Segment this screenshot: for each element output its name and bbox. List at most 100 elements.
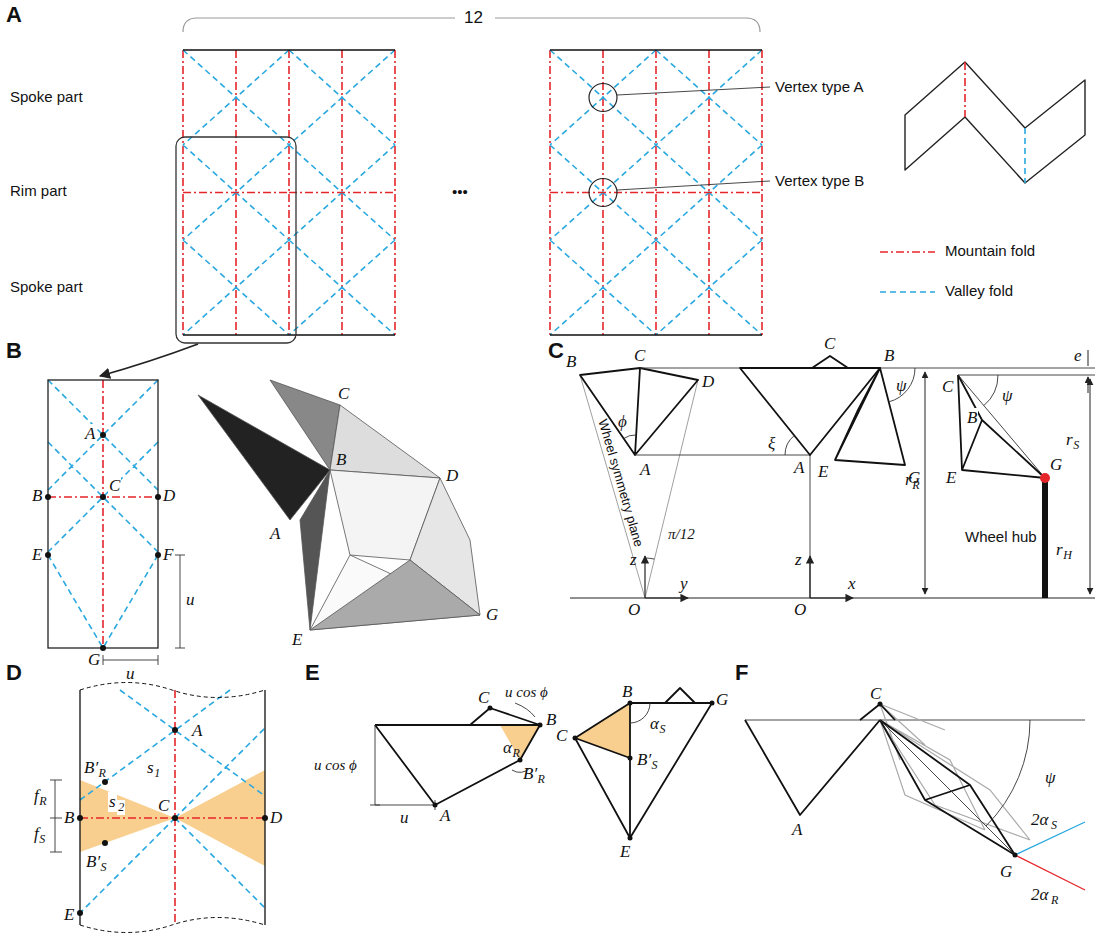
point-label: G [88, 650, 100, 670]
point-label: G [1000, 862, 1012, 882]
point-label: A [794, 458, 804, 478]
point-label: 2α [1030, 885, 1049, 905]
point-label: u [400, 808, 409, 828]
point-label: s [147, 758, 154, 778]
point-label: A [84, 424, 96, 444]
point-label: G [486, 605, 498, 625]
text-label: ••• [452, 183, 468, 200]
point-label: ψ [1002, 386, 1013, 406]
point-label: r [905, 470, 912, 490]
point-label: ψ [896, 376, 907, 396]
point-label: B′ [523, 764, 537, 784]
point-label: r [1066, 430, 1073, 450]
point-label: O [794, 600, 806, 620]
subscript: 1 [154, 766, 160, 781]
subscript: R [912, 478, 919, 493]
point-label: C [338, 384, 349, 404]
point-label: A [192, 721, 202, 741]
point-label: α [650, 714, 659, 734]
point-label: C [942, 377, 953, 397]
point-label: e [1074, 346, 1082, 366]
legend-text: Mountain fold [945, 242, 1035, 259]
math-label: u cos ϕ [505, 684, 548, 701]
subscript: R [99, 766, 106, 781]
panel-letter: B [6, 338, 22, 364]
point-label: G [716, 690, 728, 710]
point-label: f [34, 786, 39, 806]
point-label: A [792, 820, 802, 840]
subscript: R [512, 746, 519, 761]
point-label: E [620, 842, 630, 862]
plane-label: Wheel symmetry plane [595, 417, 646, 548]
subscript: S [652, 758, 658, 773]
point-label: x [848, 574, 856, 594]
subscript: S [1073, 438, 1079, 453]
subscript: S [659, 722, 665, 737]
subscript: R [1050, 893, 1059, 908]
point-label: B [566, 352, 576, 372]
point-label: B [884, 346, 894, 366]
point-label: f [34, 824, 39, 844]
point-label: A [440, 806, 450, 826]
point-label: F [163, 545, 173, 565]
point-label: A [640, 460, 650, 480]
point-label: C [634, 346, 645, 366]
point-label: C [158, 796, 169, 816]
point-label: D [270, 808, 282, 828]
point-label: C [556, 726, 567, 746]
point-label: B [64, 808, 74, 828]
point-label: A [270, 524, 280, 544]
panel-letter: D [6, 660, 22, 686]
point-label: u [186, 590, 195, 610]
text-label: Wheel hub [965, 528, 1037, 545]
point-label: O [628, 600, 640, 620]
point-label: C [870, 684, 881, 704]
point-label: B [32, 486, 42, 506]
panel-letter: C [548, 338, 564, 364]
panel-letter: A [6, 2, 22, 28]
point-label: r [1056, 540, 1063, 560]
point-label: B′ [86, 852, 100, 872]
subscript: S [101, 860, 107, 875]
subscript: S [39, 832, 45, 847]
point-label: s [108, 792, 117, 812]
point-label: B′ [84, 758, 98, 778]
text-label: Spoke part [10, 278, 83, 295]
point-label: B [336, 450, 346, 470]
count-label: 12 [464, 8, 483, 28]
point-label: E [818, 462, 828, 482]
text-label: Vertex type A [775, 78, 863, 95]
math-label: u cos ϕ [314, 757, 357, 774]
legend-text: Valley fold [945, 282, 1013, 299]
point-label: E [292, 630, 302, 650]
text-label: Vertex type B [775, 172, 864, 189]
point-label: D [446, 466, 458, 486]
point-label: ϕ [618, 412, 627, 432]
subscript: R [538, 772, 545, 787]
subscript: S [1050, 818, 1058, 833]
point-label: ξ [768, 434, 775, 454]
point-label: D [163, 486, 175, 506]
point-label: C [824, 334, 835, 354]
point-label: G [1050, 455, 1062, 475]
subscript: H [1063, 548, 1072, 563]
point-label: E [32, 545, 42, 565]
point-label: α [503, 738, 512, 758]
point-label: C [108, 476, 121, 496]
math-label: π/12 [668, 526, 695, 543]
subscript: 2 [117, 800, 125, 815]
point-label: z [630, 550, 637, 570]
panel-letter: E [305, 660, 320, 686]
point-label: B [622, 682, 632, 702]
point-label: ψ [1045, 768, 1056, 788]
panel-letter: F [735, 660, 748, 686]
point-label: E [946, 468, 956, 488]
point-label: D [702, 372, 714, 392]
subscript: R [39, 794, 46, 809]
point-label: y [680, 574, 688, 594]
text-label: Spoke part [10, 88, 83, 105]
point-label: z [795, 550, 802, 570]
point-label: C [478, 688, 489, 708]
point-label: u [126, 664, 135, 684]
